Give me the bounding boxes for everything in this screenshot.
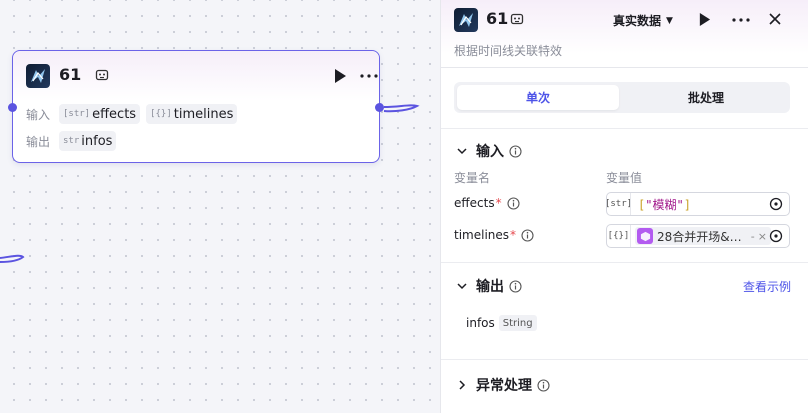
node-config-panel: 61 真实数据 ▼ 根据时间线关联特效 单次 批处理 输入 变量名 变量值 ef… (440, 0, 808, 413)
target-icon[interactable] (769, 197, 783, 211)
caret-down-icon: ▼ (666, 15, 673, 26)
type-tag: [{}] (150, 109, 172, 119)
run-mode-tabs: 单次 批处理 (454, 82, 790, 113)
output-port[interactable] (375, 103, 384, 112)
output-type-badge: String (498, 315, 537, 331)
chevron-right-icon (459, 380, 466, 390)
variable-name-effects: effects * (454, 196, 520, 210)
reference-text: 28合并开场&… (657, 229, 742, 244)
more-icon[interactable] (731, 15, 751, 25)
panel-title: 61 (486, 9, 509, 28)
error-section-header[interactable]: 异常处理 (456, 375, 550, 395)
panel-header: 61 真实数据 ▼ 根据时间线关联特效 (441, 0, 808, 68)
input-section-header[interactable]: 输入 (456, 141, 522, 161)
info-icon[interactable] (507, 196, 520, 210)
input-chip-effects: [str] effects (59, 104, 141, 124)
robot-icon (510, 13, 524, 25)
data-mode-label: 真实数据 (613, 14, 662, 28)
info-icon[interactable] (509, 279, 522, 293)
node-logo-icon (26, 64, 50, 88)
tab-single[interactable]: 单次 (457, 85, 619, 110)
required-mark: * (495, 196, 502, 210)
robot-icon (95, 69, 109, 81)
output-name: infos (81, 133, 113, 149)
variable-reference-chip[interactable]: 28合并开场&… - × (635, 227, 771, 245)
chevron-down-icon (457, 148, 467, 155)
outputs-label: 输出 (26, 134, 51, 149)
node-logo-icon (454, 8, 478, 32)
more-icon[interactable] (359, 71, 379, 81)
type-tag: [str] (63, 109, 91, 119)
string-literal: "模糊" (645, 197, 684, 212)
timelines-value-field[interactable]: [{}] 28合并开场&… - × (606, 224, 790, 248)
node-outputs-row: 输出 str infos (26, 131, 122, 151)
input-name: effects (92, 106, 137, 122)
variable-ref-icon (637, 228, 653, 244)
node-inputs-row: 输入 [str] effects [{}] timelines (26, 104, 243, 124)
data-mode-dropdown[interactable]: 真实数据 ▼ (613, 12, 673, 29)
play-icon[interactable] (698, 12, 711, 27)
info-icon[interactable] (521, 228, 534, 242)
divider (441, 262, 808, 263)
divider (441, 359, 808, 360)
node-header (13, 51, 379, 101)
bracket-close: ] (683, 197, 691, 212)
bracket-open: [ (638, 197, 646, 212)
variable-label: effects (454, 196, 495, 210)
reference-dash: - (750, 229, 755, 243)
input-port[interactable] (8, 103, 17, 112)
column-header-value: 变量值 (606, 171, 643, 185)
effects-value[interactable]: ["模糊"] (638, 196, 691, 213)
error-section-title: 异常处理 (476, 378, 532, 394)
view-example-link[interactable]: 查看示例 (743, 280, 792, 294)
inputs-label: 输入 (26, 107, 51, 122)
info-icon[interactable] (537, 378, 550, 392)
output-chip-infos: str infos (59, 131, 117, 151)
target-icon[interactable] (769, 229, 783, 243)
input-chip-timelines: [{}] timelines (146, 104, 238, 124)
variable-label: timelines (454, 228, 510, 242)
close-icon[interactable] (768, 12, 782, 26)
type-tag: str (63, 136, 80, 146)
divider (441, 128, 808, 129)
output-section-title: 输出 (476, 279, 504, 295)
node-title: 61 (59, 65, 82, 84)
required-mark: * (510, 228, 517, 242)
chevron-down-icon (457, 283, 467, 290)
info-icon[interactable] (509, 144, 522, 158)
variable-name-timelines: timelines * (454, 228, 534, 242)
output-section-header[interactable]: 输出 (456, 276, 522, 296)
output-variable-name: infos (466, 316, 495, 330)
column-header-name: 变量名 (454, 171, 491, 185)
play-icon[interactable] (333, 68, 347, 84)
type-tag: [{}] (607, 225, 631, 247)
input-name: timelines (173, 106, 234, 122)
panel-description: 根据时间线关联特效 (454, 44, 563, 58)
tab-batch[interactable]: 批处理 (687, 91, 724, 105)
type-tag: [str] (605, 193, 632, 215)
plugin-node-card[interactable]: 61 输入 [str] effects [{}] timelines 输出 st… (8, 50, 384, 163)
output-variable-row: infos String (466, 315, 537, 331)
effects-value-field[interactable]: [str] ["模糊"] (605, 192, 790, 216)
input-section-title: 输入 (476, 144, 504, 160)
remove-reference-icon[interactable]: × (757, 229, 767, 243)
